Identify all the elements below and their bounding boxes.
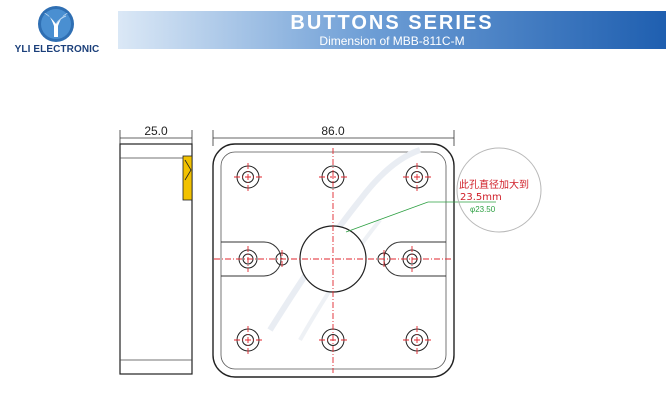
- title-banner: BUTTONS SERIES Dimension of MBB-811C-M: [118, 11, 666, 49]
- page-title: BUTTONS SERIES: [290, 12, 494, 34]
- dimension-depth: 25.0: [144, 124, 168, 138]
- dimension-width: 86.0: [321, 124, 345, 138]
- brand-logo: YLI ELECTRONIC: [0, 0, 112, 60]
- side-tab: [182, 155, 193, 201]
- page-subtitle: Dimension of MBB-811C-M: [319, 34, 465, 48]
- side-view: 25.0: [119, 124, 193, 375]
- brand-name: YLI ELECTRONIC: [14, 44, 100, 55]
- yli-logo-icon: [38, 6, 74, 42]
- annotation-diameter: φ23.50: [470, 205, 496, 214]
- front-view: 86.0: [212, 124, 455, 378]
- annotation-size: 23.5mm: [460, 192, 502, 203]
- hole-annotation: 此孔直径加大到 23.5mm φ23.50: [345, 147, 542, 233]
- centerlines: [214, 148, 453, 373]
- annotation-note: 此孔直径加大到: [459, 178, 529, 191]
